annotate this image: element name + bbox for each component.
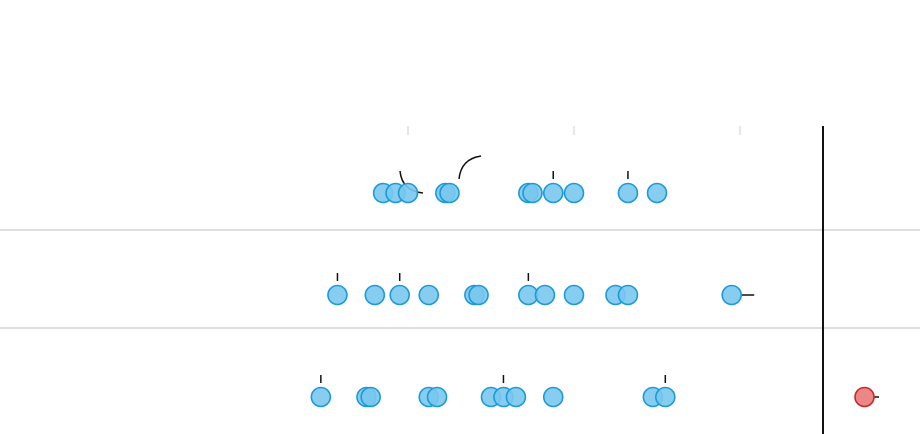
data-point — [522, 182, 543, 204]
data-point — [364, 284, 386, 306]
data-point — [721, 284, 743, 306]
data-point — [418, 284, 440, 306]
data-point — [505, 386, 527, 408]
annotation-curve — [458, 155, 482, 180]
data-points — [310, 182, 875, 408]
data-point — [542, 182, 564, 204]
data-point — [397, 182, 419, 204]
data-point — [360, 386, 381, 408]
data-point — [426, 386, 448, 408]
data-point — [617, 182, 639, 204]
data-point — [439, 182, 460, 204]
data-point — [563, 182, 585, 204]
data-point — [468, 284, 489, 306]
data-point — [310, 386, 332, 408]
highlighted-point — [854, 386, 875, 408]
axis-ticks — [407, 126, 741, 135]
row-dividers — [0, 229, 920, 329]
data-point — [654, 386, 676, 408]
data-point — [542, 386, 564, 408]
data-point — [534, 284, 556, 306]
data-point — [327, 284, 348, 306]
data-point — [563, 284, 585, 306]
data-point — [646, 182, 668, 204]
data-point — [617, 284, 639, 306]
data-point — [389, 284, 411, 306]
